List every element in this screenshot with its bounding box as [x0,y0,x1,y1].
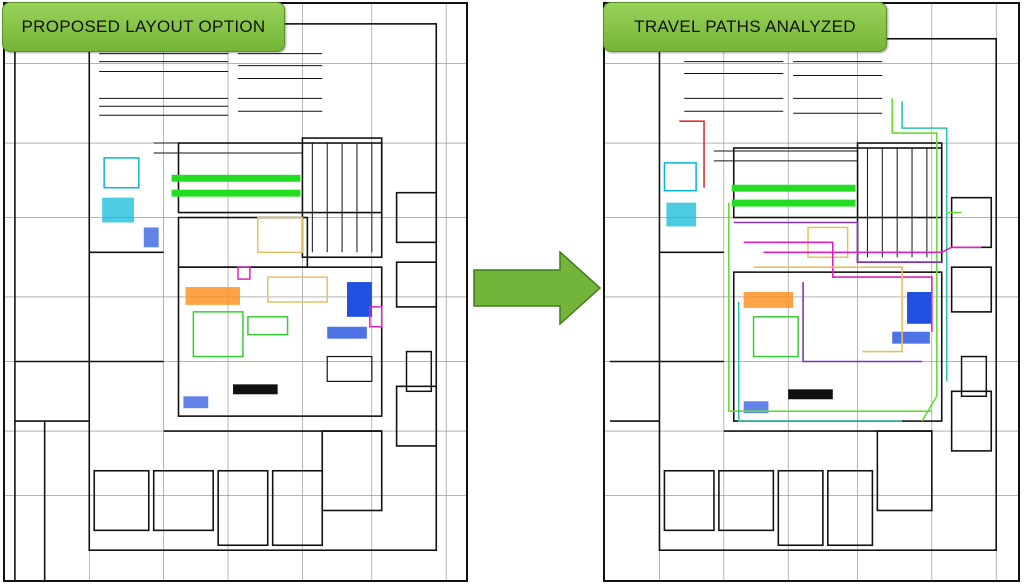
travel-paths-label: TRAVEL PATHS ANALYZED [603,2,887,52]
travel-paths-floorplan [603,2,1020,582]
floorplan-drawing-left [5,4,466,580]
floorplan-drawing-right [605,4,1018,580]
storage-racks [684,61,928,258]
grid-lines [605,4,1018,580]
proposed-layout-label: PROPOSED LAYOUT OPTION [2,2,285,52]
equipment-blocks [102,157,433,409]
storage-racks [99,53,373,253]
equipment-blocks [663,162,988,414]
right-arrow-icon [473,250,602,326]
travel-paths [679,98,982,422]
proposed-layout-floorplan [3,2,468,582]
